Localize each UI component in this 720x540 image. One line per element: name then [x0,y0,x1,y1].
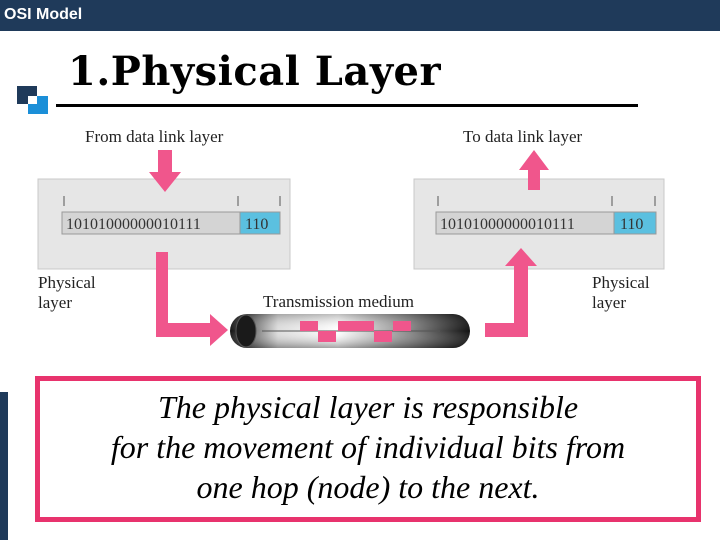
definition-line-3: one hop (node) to the next. [35,467,701,507]
definition-line-1: The physical layer is responsible [35,387,701,427]
definition-text: The physical layer is responsible for th… [35,387,701,507]
left-top-label: From data link layer [85,127,224,146]
left-tail: 110 [245,216,268,233]
right-bits: 10101000000010111 [440,216,575,233]
left-side-label-1: Physical [38,273,96,292]
left-bits: 10101000000010111 [66,216,201,233]
medium-label: Transmission medium [263,292,414,311]
right-side-label-2: layer [592,293,626,312]
definition-line-2: for the movement of individual bits from [35,427,701,467]
right-top-label: To data link layer [463,127,583,146]
right-tail: 110 [620,216,643,233]
right-side-label-1: Physical [592,273,650,292]
left-side-label-2: layer [38,293,72,312]
